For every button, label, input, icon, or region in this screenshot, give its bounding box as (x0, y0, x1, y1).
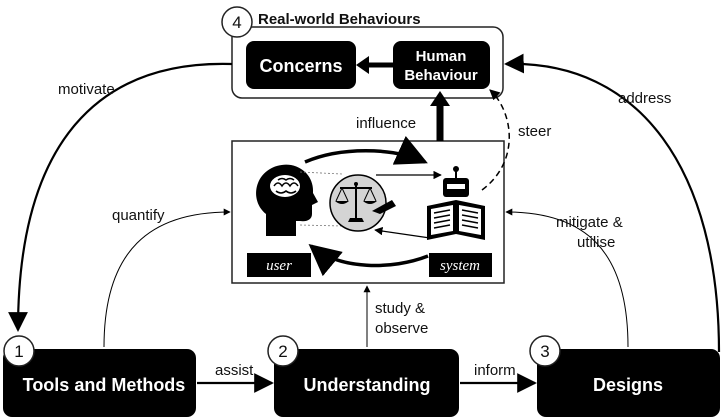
system-to-scales-line (374, 226, 431, 239)
steer-label: steer (518, 123, 551, 140)
step-1-circle (3, 335, 35, 367)
mitigate-label-2: utilise (577, 234, 615, 251)
motivate-arrow (8, 62, 233, 332)
quantify-arrow (103, 208, 231, 348)
system-to-user-arrow (308, 243, 429, 277)
mitigate-arrow (505, 208, 629, 348)
system-tag (429, 253, 492, 277)
step-4-circle (221, 6, 253, 38)
user-tag-label: user (266, 258, 292, 274)
understanding-label: Understanding (303, 375, 430, 395)
mitigate-label-1: mitigate & (556, 214, 623, 231)
step-2-understanding: 2 Understanding (267, 335, 459, 417)
step-4-number: 4 (232, 13, 241, 32)
dotted-guide-2 (299, 224, 343, 227)
real-world-title: Real-world Behaviours (258, 11, 421, 28)
study-label-2: observe (375, 320, 428, 337)
influence-label: influence (356, 115, 416, 132)
system-tag-label: system (440, 258, 480, 274)
dotted-guide-1 (299, 171, 343, 175)
user-head-icon (256, 164, 318, 236)
motivate-label: motivate (58, 81, 115, 98)
steer-arrow (481, 89, 510, 191)
address-arrow (504, 53, 721, 353)
inform-label: inform (474, 362, 516, 379)
scales-icon (329, 174, 396, 232)
system-robot-icon (427, 166, 485, 240)
tools-label: Tools and Methods (23, 375, 186, 395)
address-label: address (618, 90, 671, 107)
user-to-system-arrow (304, 135, 428, 165)
behaviour-to-concerns-arrowhead (356, 56, 369, 74)
step-2-circle (267, 335, 299, 367)
concerns-label: Concerns (259, 56, 342, 76)
human-behaviour-box (393, 41, 490, 89)
designs-box (537, 349, 720, 417)
step-1-tools-and-methods: 1 Tools and Methods (3, 335, 196, 417)
concerns-box (246, 41, 356, 89)
step-3-circle (529, 335, 561, 367)
step-3-number: 3 (540, 342, 549, 361)
step-1-number: 1 (14, 342, 23, 361)
designs-label: Designs (593, 375, 663, 395)
human-behaviour-label-1: Human (416, 48, 467, 65)
quantify-label: quantify (112, 207, 165, 224)
step-3-designs: 3 Designs (529, 335, 720, 417)
influence-arrowhead (430, 91, 450, 106)
assist-label: assist (215, 362, 254, 379)
tools-box (3, 349, 196, 417)
study-label-1: study & (375, 300, 425, 317)
step-2-number: 2 (278, 342, 287, 361)
understanding-box (274, 349, 459, 417)
user-tag (247, 253, 311, 277)
human-behaviour-label-2: Behaviour (404, 67, 478, 84)
